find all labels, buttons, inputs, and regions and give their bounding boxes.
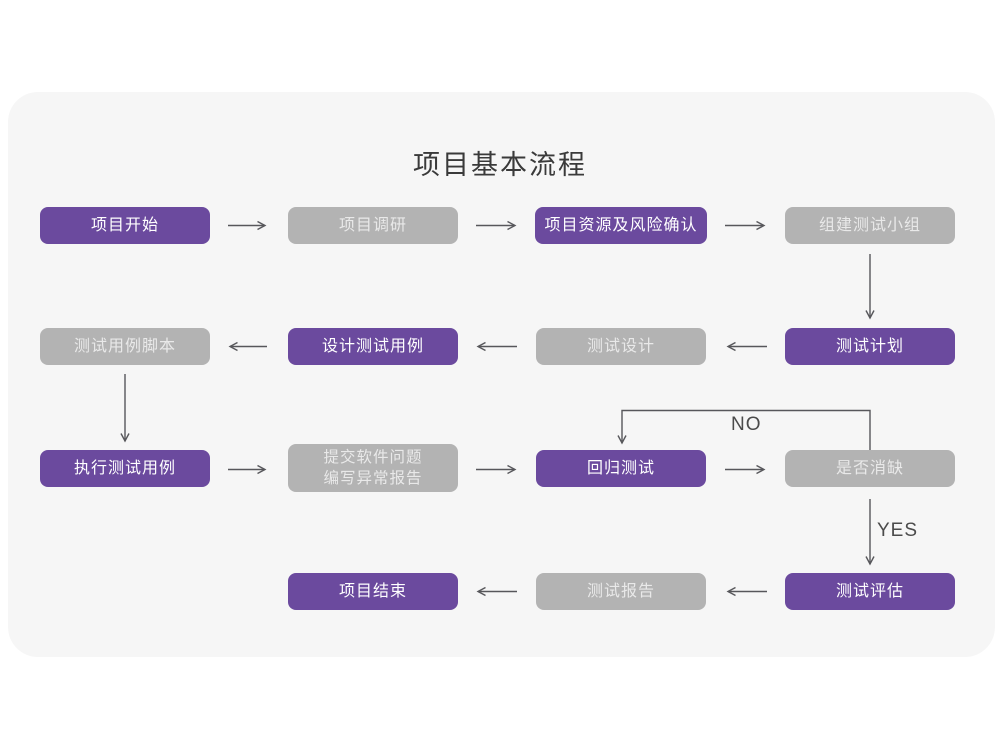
node-submit-issues: 提交软件问题 编写异常报告: [288, 444, 458, 492]
node-resources-risk: 项目资源及风险确认: [535, 207, 707, 244]
no-branch-label: NO: [731, 414, 762, 435]
node-project-end: 项目结束: [288, 573, 458, 610]
node-design-test-cases: 设计测试用例: [288, 328, 458, 365]
node-execute-cases: 执行测试用例: [40, 450, 210, 487]
node-project-start: 项目开始: [40, 207, 210, 244]
node-test-plan: 测试计划: [785, 328, 955, 365]
node-test-report: 测试报告: [536, 573, 706, 610]
flowchart-card: [8, 92, 995, 657]
node-defect-cleared: 是否消缺: [785, 450, 955, 487]
node-test-design: 测试设计: [536, 328, 706, 365]
node-test-evaluation: 测试评估: [785, 573, 955, 610]
yes-branch-label: YES: [877, 520, 919, 541]
node-test-case-script: 测试用例脚本: [40, 328, 210, 365]
node-regression-test: 回归测试: [536, 450, 706, 487]
node-submit-issues-line1: 提交软件问题: [323, 449, 423, 466]
page-title: 项目基本流程: [413, 150, 587, 180]
node-build-test-team: 组建测试小组: [785, 207, 955, 244]
node-submit-issues-line2: 编写异常报告: [323, 470, 423, 487]
node-project-research: 项目调研: [288, 207, 458, 244]
